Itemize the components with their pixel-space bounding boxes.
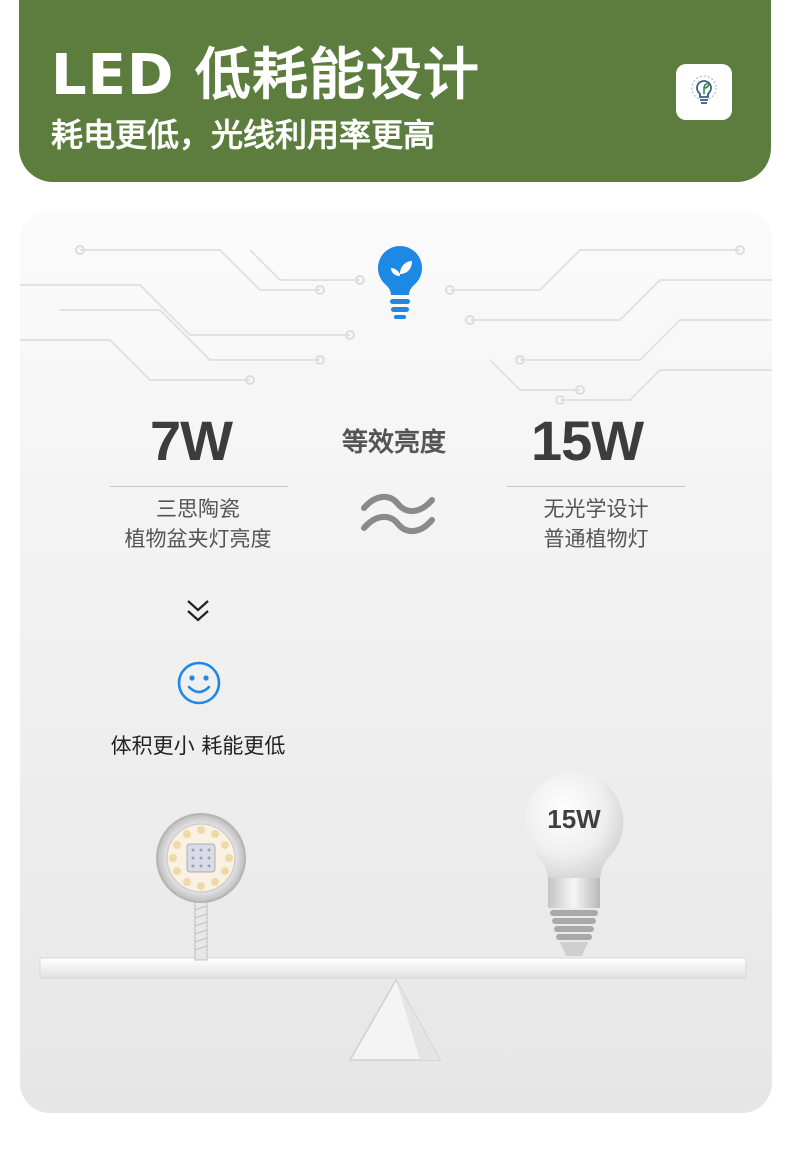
left-desc-line-1: 三思陶瓷 xyxy=(156,497,240,521)
bulb-leaf-logo-icon xyxy=(691,75,717,104)
left-divider xyxy=(110,486,288,487)
left-desc-line-2: 植物盆夹灯亮度 xyxy=(124,527,272,551)
page-subtitle: 耗电更低，光线利用率更高 xyxy=(51,116,436,154)
brand-logo xyxy=(676,64,732,120)
right-wattage: 15W xyxy=(531,409,644,472)
comparison-panel: 7W 等效亮度 15W 三思陶瓷 植物盆夹灯亮度 无光学设计 普通植物灯 体积更… xyxy=(20,210,772,1113)
equal-brightness-label: 等效亮度 xyxy=(341,428,446,458)
left-description: 三思陶瓷 植物盆夹灯亮度 xyxy=(100,494,296,554)
circuit-background xyxy=(20,245,772,405)
bulb-wattage-label: 15W xyxy=(547,804,601,834)
right-desc-line-2: 普通植物灯 xyxy=(543,527,649,551)
result-text: 体积更小 耗能更低 xyxy=(110,734,286,758)
left-wattage: 7W xyxy=(150,409,233,472)
right-description: 无光学设计 普通植物灯 xyxy=(498,494,694,554)
smiley-icon xyxy=(177,661,221,705)
seesaw-illustration xyxy=(39,772,747,1061)
approx-equal-icon xyxy=(361,494,435,534)
bulb-leaf-icon xyxy=(377,245,423,319)
double-chevron-down-icon xyxy=(187,600,209,622)
page-title: LED 低耗能设计 xyxy=(51,43,480,108)
header-banner: LED 低耗能设计 耗电更低，光线利用率更高 xyxy=(19,0,771,182)
right-desc-line-1: 无光学设计 xyxy=(543,497,649,521)
right-divider xyxy=(507,486,685,487)
